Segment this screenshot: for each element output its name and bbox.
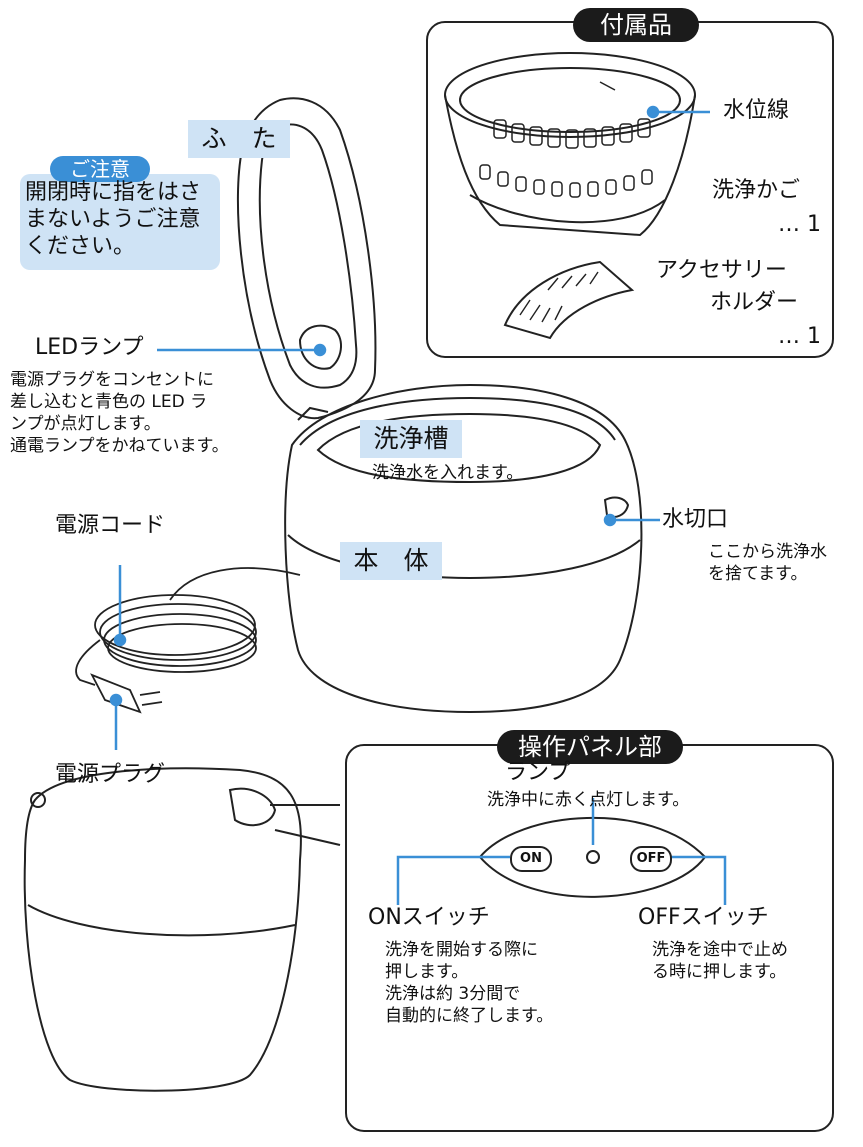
off-switch-label: OFFスイッチ (638, 905, 769, 930)
lamp-indicator (586, 850, 600, 864)
lid-label: ふ た (188, 120, 290, 158)
panel-badge: 操作パネル部 (497, 730, 683, 764)
main-body-drawing (284, 383, 643, 714)
led-desc-1: 電源プラグをコンセントに (10, 370, 214, 390)
caution-note (20, 174, 220, 270)
accessories-badge: 付属品 (573, 8, 699, 42)
caution-text-2: まないようご注意 (25, 207, 201, 232)
led-desc-4: 通電ランプをかねています。 (10, 436, 229, 456)
holder-label-line2: ホルダー (710, 290, 799, 315)
small-body-drawing (23, 767, 341, 1092)
on-switch-desc-2: 押します。 (385, 962, 469, 982)
cleaning-basket-drawing (444, 52, 696, 237)
accessory-holder-drawing (503, 260, 635, 340)
panel-lamp-desc: 洗浄中に赤く点灯します。 (487, 790, 690, 810)
tank-desc: 洗浄水を入れます。 (372, 463, 524, 483)
holder-label-line1: アクセサリー (656, 258, 787, 283)
off-switch-desc-2: る時に押します。 (652, 962, 787, 982)
drain-desc-2: を捨てます。 (708, 564, 808, 584)
tank-label: 洗浄槽 (360, 420, 462, 458)
drain-label: 水切口 (662, 507, 729, 532)
on-switch-desc-3: 洗浄は約 3分間で (385, 984, 521, 1004)
caution-badge: ご注意 (50, 156, 150, 182)
on-switch-label: ONスイッチ (368, 905, 490, 930)
caution-text-3: ください。 (25, 234, 136, 259)
body-label: 本 体 (340, 542, 442, 580)
led-desc-3: ンプが点灯します。 (10, 414, 161, 434)
power-cord-label: 電源コード (55, 513, 166, 538)
on-switch-desc-4: 自動的に終了します。 (385, 1006, 554, 1026)
led-lamp-label: LEDランプ (35, 335, 144, 360)
basket-label: 洗浄かご (712, 178, 801, 203)
power-cord-drawing (75, 567, 301, 714)
water-line-label: 水位線 (723, 98, 790, 123)
panel-lamp-label: ランプ (505, 760, 571, 785)
caution-text-1: 開閉時に指をはさ (25, 180, 202, 205)
basket-quantity: … 1 (778, 212, 821, 237)
holder-quantity: … 1 (778, 324, 821, 349)
on-switch-desc-1: 洗浄を開始する際に (385, 940, 538, 960)
on-button[interactable]: ON (510, 846, 552, 872)
led-desc-2: 差し込むと青色の LED ラ (10, 392, 208, 412)
drain-desc-1: ここから洗浄水 (708, 542, 827, 562)
off-button[interactable]: OFF (630, 846, 672, 872)
power-plug-label: 電源プラグ (55, 762, 166, 787)
off-switch-desc-1: 洗浄を途中で止め (652, 940, 788, 960)
